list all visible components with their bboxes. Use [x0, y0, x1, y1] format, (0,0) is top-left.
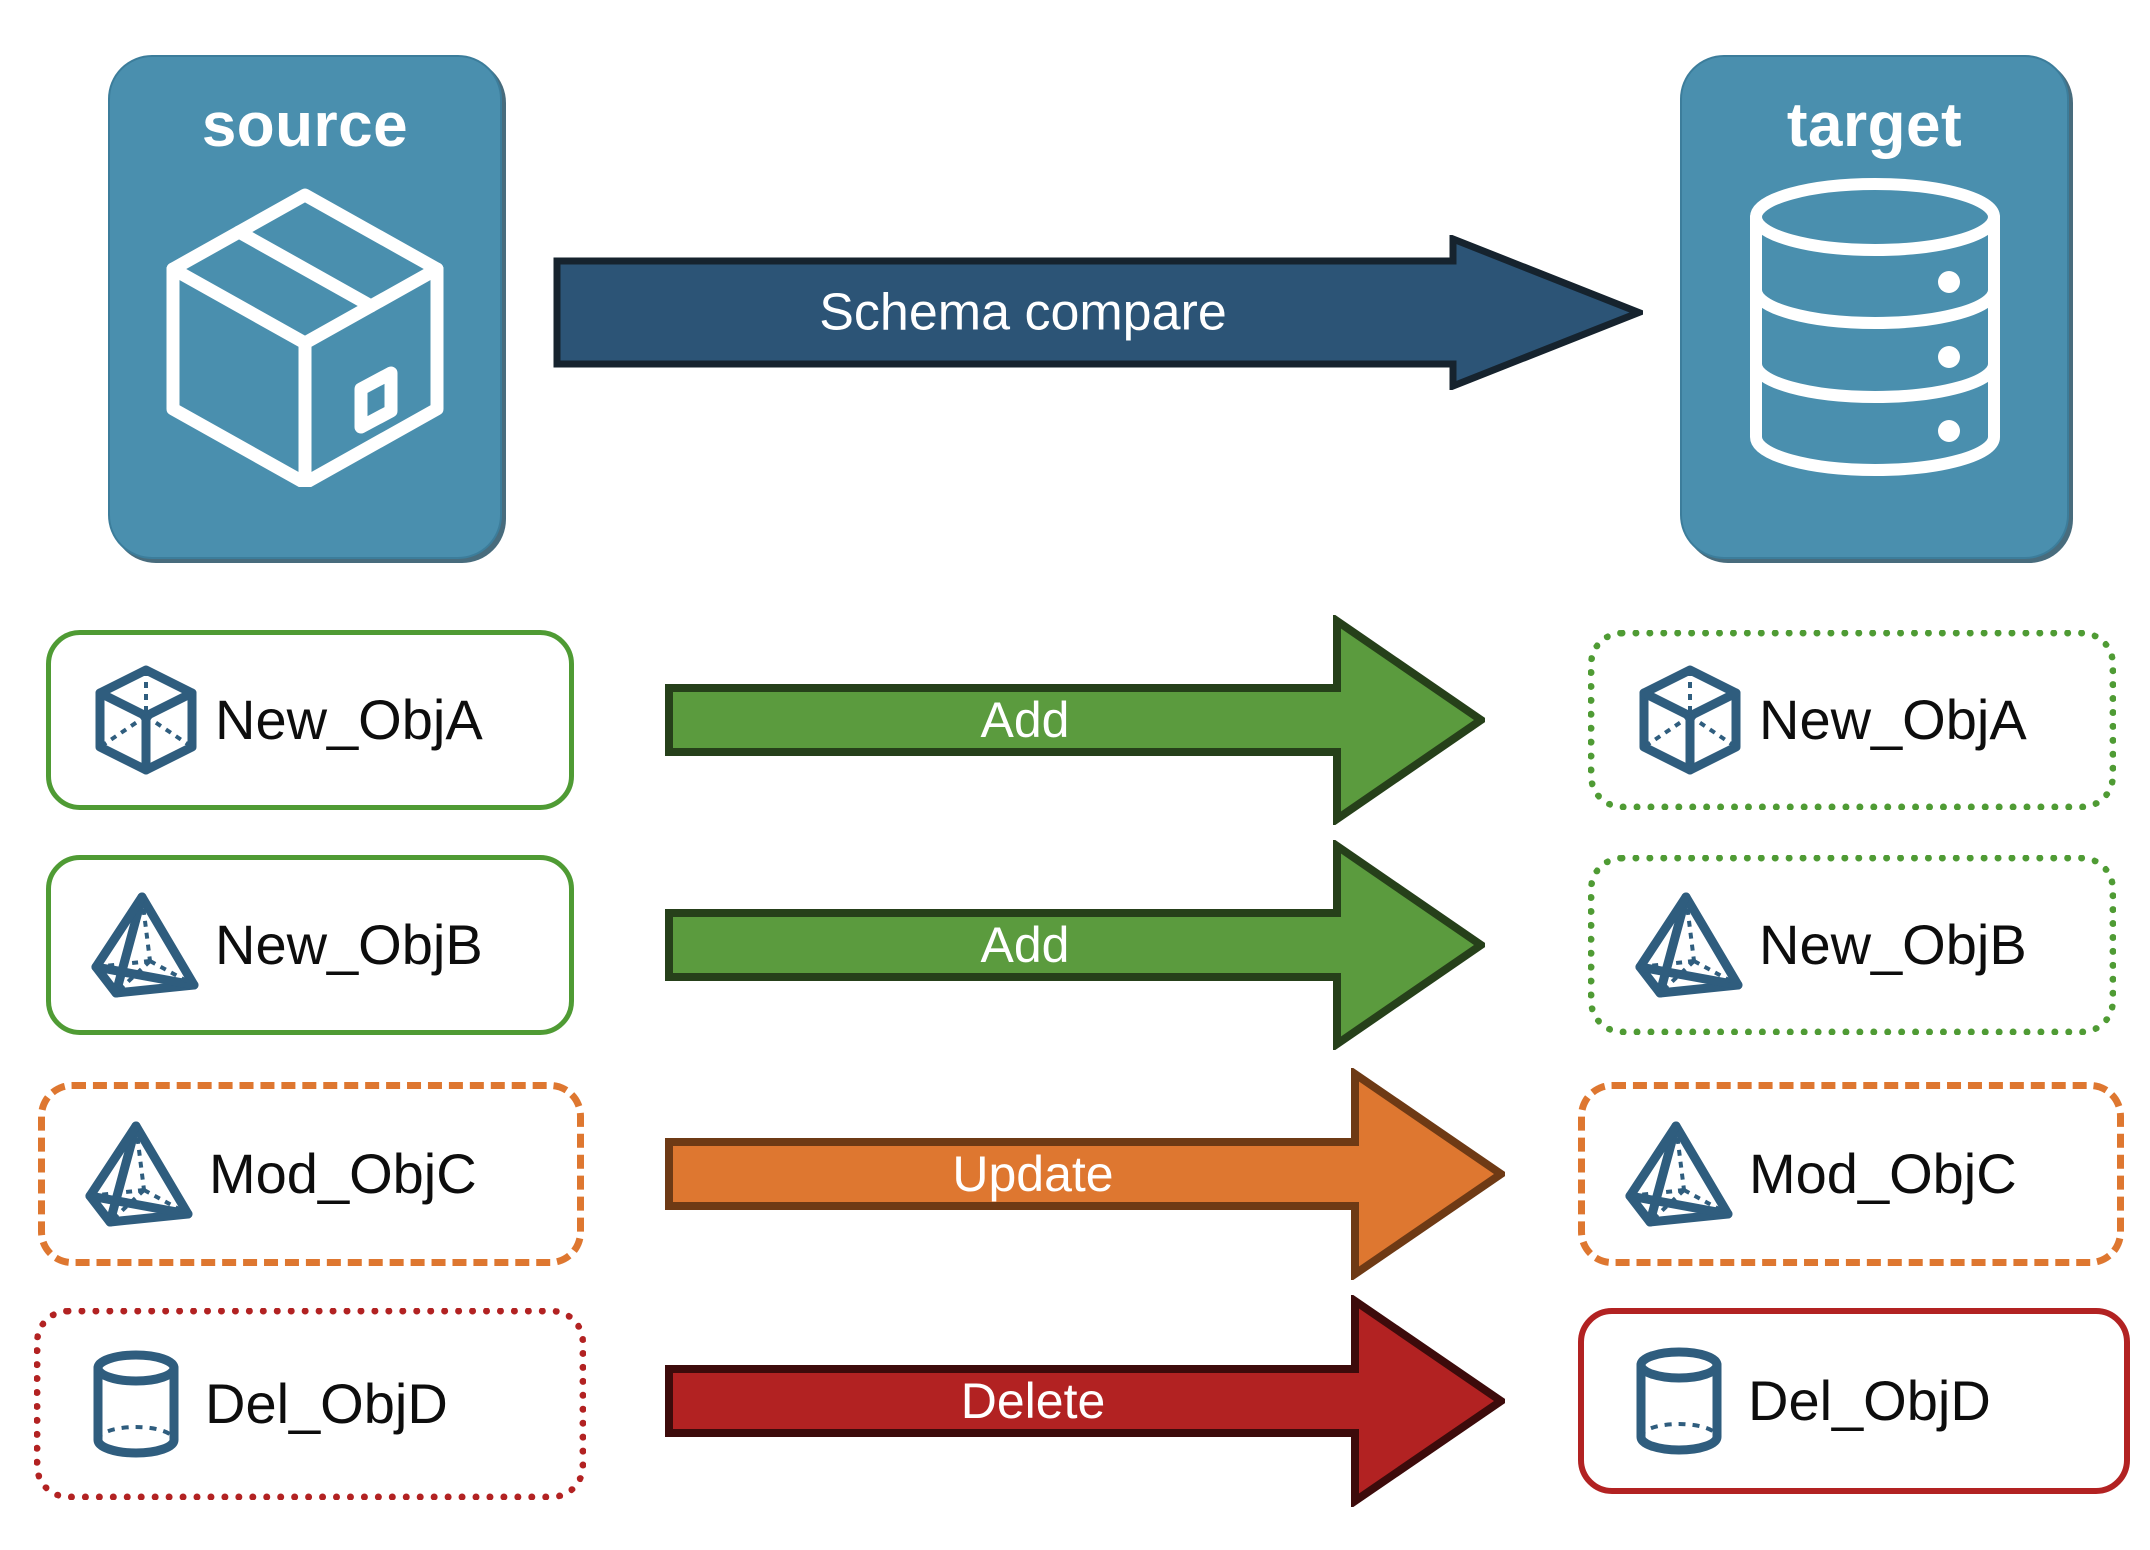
target-object-label-1: New_ObjA	[1759, 688, 2027, 751]
pyramid-wireframe-icon	[81, 1118, 199, 1230]
target-object-card-3[interactable]: Mod_ObjC	[1578, 1082, 2124, 1266]
target-object-card-1[interactable]: New_ObjA	[1588, 630, 2116, 810]
source-object-label-1: New_ObjA	[215, 688, 483, 751]
action-arrow-2[interactable]: Add	[665, 840, 1485, 1050]
pyramid-wireframe-icon	[1621, 1118, 1739, 1230]
source-object-label-2: New_ObjB	[215, 913, 483, 976]
target-object-label-4: Del_ObjD	[1748, 1369, 1991, 1432]
target-endpoint-card[interactable]: target	[1680, 55, 2069, 559]
target-object-card-4[interactable]: Del_ObjD	[1578, 1308, 2130, 1494]
action-arrow-label-3: Update	[952, 1146, 1113, 1202]
source-object-label-3: Mod_ObjC	[209, 1142, 477, 1205]
source-object-card-4[interactable]: Del_ObjD	[34, 1308, 586, 1500]
cylinder-wireframe-icon	[77, 1348, 195, 1460]
pyramid-wireframe-icon	[1631, 889, 1749, 1001]
target-object-card-2[interactable]: New_ObjB	[1588, 855, 2116, 1035]
action-arrow-1[interactable]: Add	[665, 615, 1485, 825]
schema-compare-arrow[interactable]: Schema compare	[553, 235, 1643, 390]
target-title: target	[1786, 91, 1963, 160]
action-arrow-4[interactable]: Delete	[665, 1295, 1505, 1507]
action-arrow-3[interactable]: Update	[665, 1068, 1505, 1280]
source-object-card-3[interactable]: Mod_ObjC	[38, 1082, 584, 1266]
cylinder-wireframe-icon	[1620, 1345, 1738, 1457]
action-arrow-label-4: Delete	[961, 1373, 1106, 1429]
source-object-label-4: Del_ObjD	[205, 1372, 448, 1435]
pyramid-wireframe-icon	[87, 889, 205, 1001]
database-cylinder-icon	[1682, 177, 2067, 477]
cube-wireframe-icon	[1631, 664, 1749, 776]
cube-wireframe-icon	[87, 664, 205, 776]
source-title: source	[201, 91, 409, 160]
target-object-label-2: New_ObjB	[1759, 913, 2027, 976]
action-arrow-label-2: Add	[981, 917, 1070, 973]
source-endpoint-card[interactable]: source	[108, 55, 502, 559]
package-box-icon	[110, 177, 500, 487]
source-object-card-2[interactable]: New_ObjB	[46, 855, 574, 1035]
source-object-card-1[interactable]: New_ObjA	[46, 630, 574, 810]
schema-compare-label: Schema compare	[819, 284, 1227, 342]
target-object-label-3: Mod_ObjC	[1749, 1142, 2017, 1205]
action-arrow-label-1: Add	[981, 692, 1070, 748]
